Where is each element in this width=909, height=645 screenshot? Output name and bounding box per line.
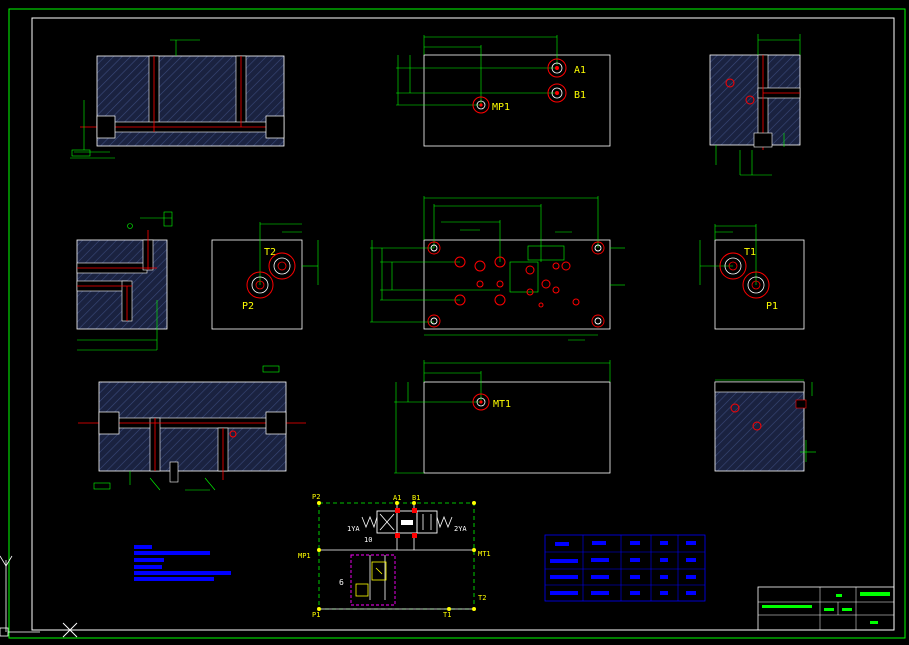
port-mp1-symbol — [472, 96, 490, 114]
schematic-p2-label: P2 — [312, 493, 320, 501]
section-view-top-right — [709, 34, 801, 176]
main-port-face-view — [370, 196, 625, 341]
section-view-bottom-left — [78, 365, 306, 491]
bottom-plan-view: MT1 — [394, 360, 611, 474]
schematic-p1-label: P1 — [312, 611, 320, 619]
port-a1-label: A1 — [574, 65, 586, 76]
crosshair-icon[interactable] — [62, 622, 78, 638]
port-p1-symbol — [742, 271, 770, 299]
title-block — [757, 586, 895, 631]
port-b1-symbol — [547, 83, 567, 103]
port-mt1-label: MT1 — [493, 399, 511, 410]
port-p1-label: P1 — [766, 301, 778, 312]
port-b1-label: B1 — [574, 90, 586, 101]
schematic-mt1-label: MT1 — [478, 550, 491, 558]
schematic-valve-number: 10 — [364, 536, 372, 544]
port-t1-label: T1 — [744, 247, 756, 258]
schematic-1ya-label: 1YA — [347, 525, 360, 533]
top-plan-view: A1 B1 MP1 — [396, 35, 611, 147]
ucs-axis-icon — [0, 555, 40, 637]
schematic-b1-label: B1 — [412, 494, 420, 502]
schematic-t2-label: T2 — [478, 594, 486, 602]
hydraulic-schematic: P2 A1 B1 1YA 2YA 10 MP1 MT1 6 T2 P1 T1 — [298, 493, 491, 619]
mounting-holes — [427, 241, 605, 328]
drawing-frame — [8, 8, 906, 639]
schematic-cartridge-number: 6 — [339, 578, 344, 587]
port-t2-label: T2 — [264, 247, 276, 258]
section-view-bottom-right — [714, 379, 816, 472]
valve-ports — [454, 256, 580, 308]
port-p2-label: P2 — [242, 301, 254, 312]
section-view-top-left — [70, 39, 285, 159]
port-mt1-symbol — [472, 393, 490, 411]
section-view-middle-left — [76, 211, 173, 351]
directional-valve-symbol — [361, 508, 453, 538]
schematic-2ya-label: 2YA — [454, 525, 467, 533]
port-t1-symbol — [719, 252, 747, 280]
port-a1-symbol — [547, 58, 567, 78]
port-mp1-label: MP1 — [492, 102, 510, 113]
port-size-table — [544, 534, 706, 602]
right-face-view: T1 P1 — [699, 224, 805, 330]
left-face-view: T2 P2 — [211, 222, 319, 330]
cartridge-valve-box — [350, 554, 396, 606]
technical-notes-block — [134, 545, 231, 581]
schematic-t1-label: T1 — [443, 611, 451, 619]
port-p2-symbol — [246, 271, 274, 299]
schematic-mp1-label: MP1 — [298, 552, 311, 560]
schematic-a1-label: A1 — [393, 494, 401, 502]
port-t2-symbol — [268, 252, 296, 280]
